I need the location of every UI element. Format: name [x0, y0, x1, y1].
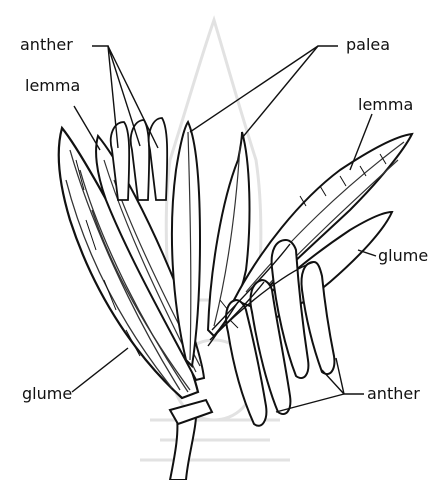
upper-anthers	[111, 118, 167, 200]
label-glume-left: glume	[22, 386, 72, 402]
leader-glume-left	[72, 348, 128, 392]
label-lemma-right: lemma	[358, 97, 413, 113]
label-anther-top: anther	[20, 37, 73, 53]
label-palea: palea	[346, 37, 390, 53]
label-glume-right: glume	[378, 248, 428, 264]
label-lemma-left: lemma	[25, 78, 80, 94]
leader-anther-bottom-3	[336, 358, 344, 394]
label-anther-bottom: anther	[367, 386, 420, 402]
leader-palea	[190, 46, 338, 132]
leader-lemma-left	[74, 106, 100, 150]
watermark	[140, 20, 290, 460]
leader-palea-2	[242, 46, 318, 138]
